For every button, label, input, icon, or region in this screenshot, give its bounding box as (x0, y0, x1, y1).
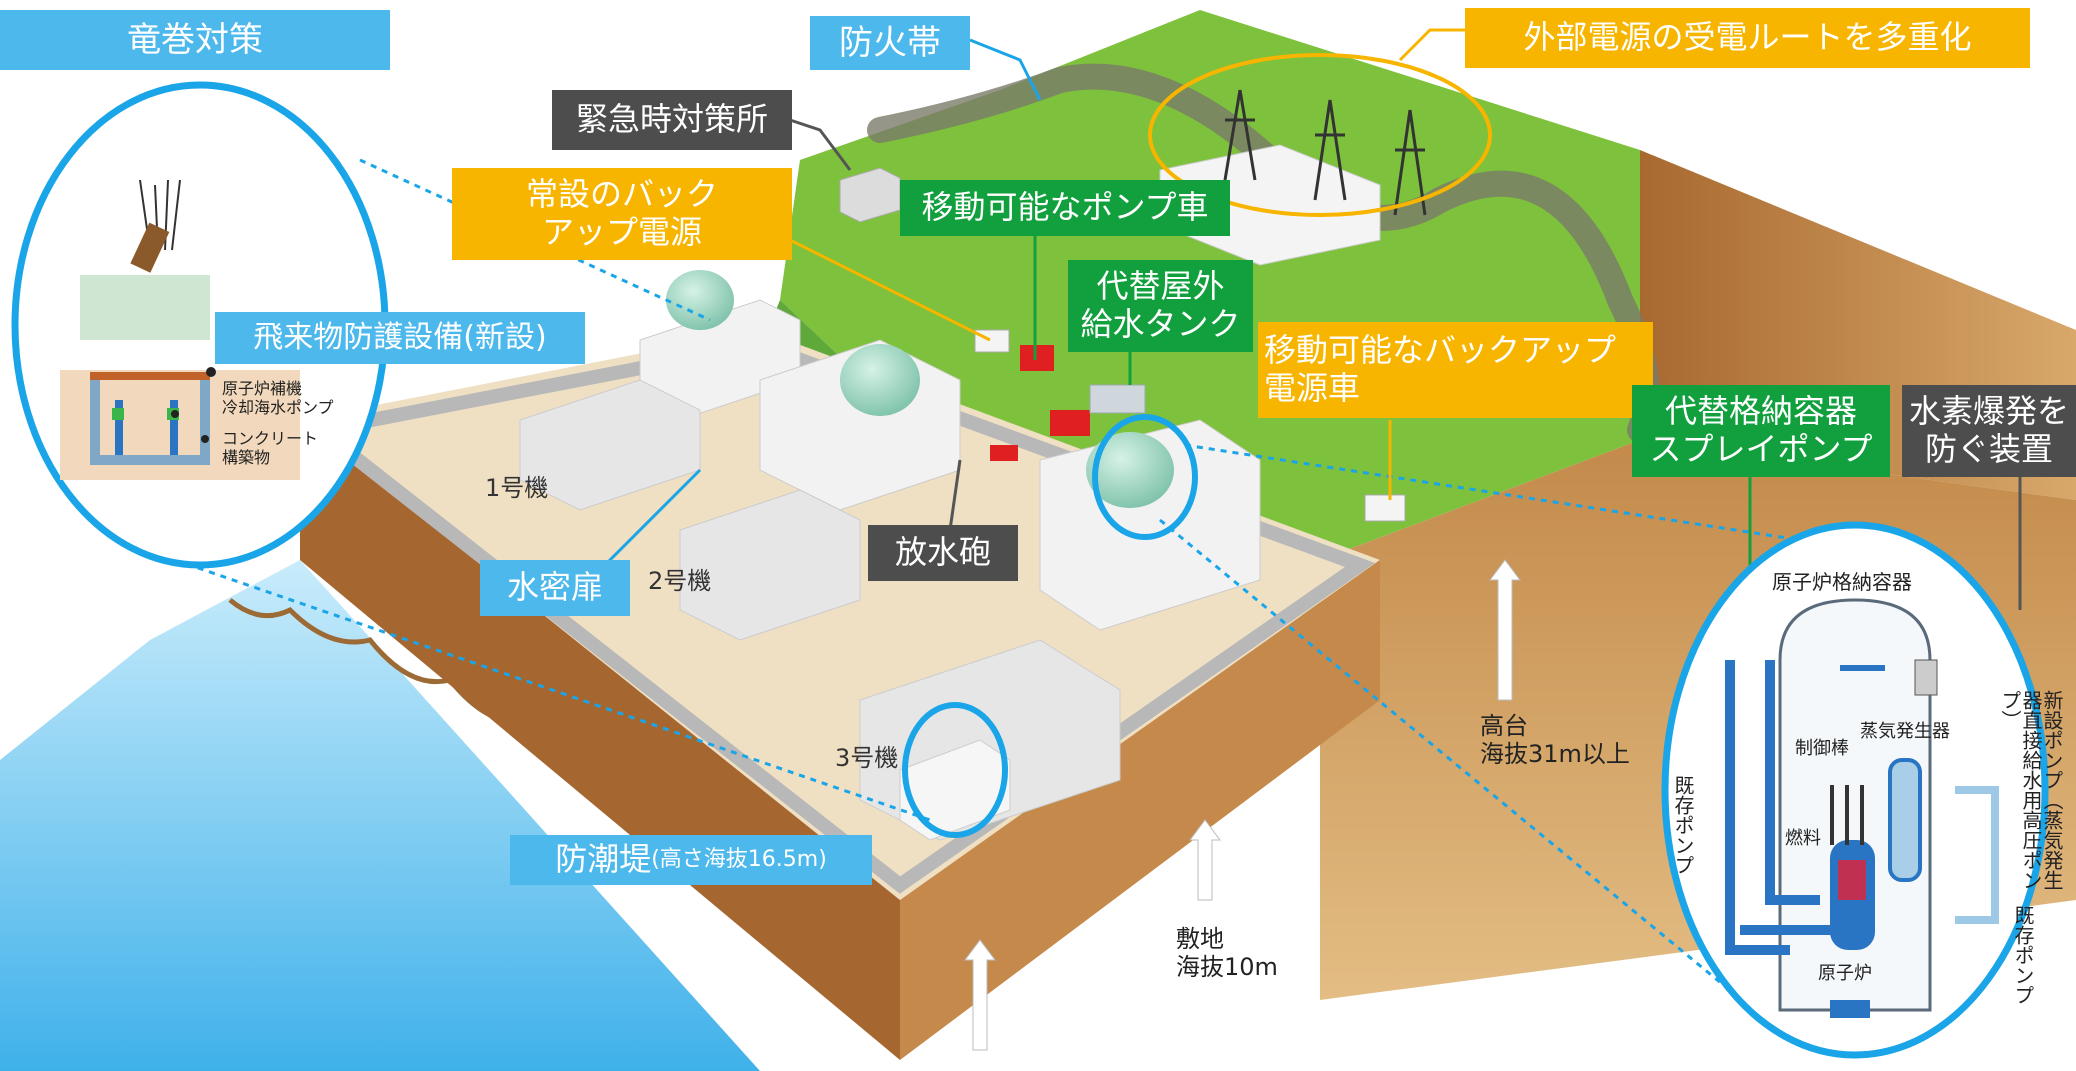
spray-header (1840, 665, 1885, 671)
alt-containment-spray-label: 代替格納容器 スプレイポンプ (1632, 385, 1890, 477)
mobile-backup-power-label: 移動可能なバックアップ 電源車 (1258, 322, 1653, 418)
fuel-label: 燃料 (1785, 828, 1821, 850)
flying-object-label: 飛来物防護設備(新設) (215, 312, 585, 364)
aux-cooling-pump-label: 原子炉補機 冷却海水ポンプ (222, 379, 334, 417)
seawall-label-detail: (高さ海抜16.5m) (651, 847, 827, 873)
hydrogen-device-label: 水素爆発を 防ぐ装置 (1902, 385, 2076, 477)
unit3-label: 3号機 (835, 743, 899, 772)
containment-vessel (1778, 598, 1932, 1012)
watertight-door-circle (1092, 414, 1198, 540)
watertight-door-label: 水密扉 (480, 560, 630, 616)
backup-power-truck-2 (1364, 494, 1406, 522)
existing-pump-right-label: 既存ポンプ (2011, 905, 2035, 1005)
containment-label: 原子炉格納容器 (1772, 570, 1912, 595)
steam-generator (1888, 758, 1922, 882)
seawall-circle (902, 702, 1008, 838)
pump-truck-2 (1050, 410, 1090, 436)
water-cannon-label: 放水砲 (868, 525, 1018, 581)
seawall-label: 防潮堤(高さ海抜16.5m) (510, 835, 872, 885)
unit1-label: 1号機 (485, 473, 549, 502)
mobile-pump-label: 移動可能なポンプ車 (900, 180, 1230, 236)
seawall-label-main: 防潮堤 (555, 840, 652, 879)
pump-truck-1 (1020, 345, 1054, 371)
pylons (1223, 89, 1427, 216)
control-rod-label: 制御棒 (1795, 738, 1849, 760)
reactor-label: 原子炉 (1818, 963, 1872, 985)
external-power-label: 外部電源の受電ルートを多重化 (1465, 8, 2030, 68)
alt-water-tank-label: 代替屋外 給水タンク (1068, 260, 1253, 352)
perimeter-road (303, 337, 1376, 894)
emergency-center-label: 緊急時対策所 (552, 90, 792, 150)
backup-power-label: 常設のバック アップ電源 (452, 168, 792, 260)
concrete-structure-label: コンクリート 構築物 (222, 429, 319, 467)
plateau-elevation-label: 高台 海抜31m以上 (1480, 712, 1630, 769)
water-tanks (1089, 384, 1146, 414)
backup-power-truck-1 (974, 329, 1010, 353)
height-arrows (964, 559, 1521, 1051)
tornado-inset (11, 81, 389, 569)
site-right-wall (900, 560, 1380, 1060)
unit2-buildings (679, 339, 961, 641)
tornado-label: 竜巻対策 (0, 10, 390, 70)
unit2-label: 2号機 (648, 566, 712, 595)
water-cannon-truck (990, 445, 1018, 461)
reactor-inset (1661, 521, 2049, 1059)
hydrogen-device (1914, 659, 1938, 696)
steam-generator-label: 蒸気発生器 (1860, 721, 1950, 743)
site-front-wall (300, 420, 900, 1060)
existing-pump-left-label: 既存ポンプ (1671, 775, 1695, 875)
firebreak-label: 防火帯 (810, 16, 970, 70)
power-route-circle (1148, 53, 1492, 217)
site-elevation-label: 敷地 海抜10m (1176, 925, 1278, 982)
new-pump-label: 新設ポンプ（蒸気発生器直接給水用高圧ポンプ） (1998, 690, 2064, 890)
sea (0, 560, 760, 1071)
